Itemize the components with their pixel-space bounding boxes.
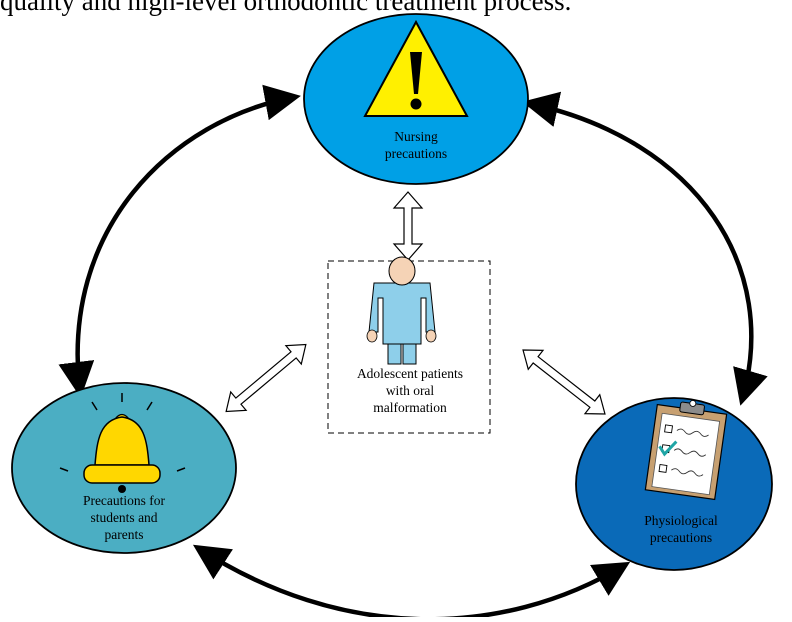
node-adolescent-patients: Adolescent patients with oral malformation (327, 256, 491, 434)
hollow-arrow-left (225, 343, 307, 413)
label-line: Nursing (394, 129, 438, 144)
clipboard-checklist-icon (644, 400, 728, 501)
person-icon (366, 256, 437, 365)
label-line: Physiological (644, 513, 718, 528)
bell-icon (59, 393, 186, 493)
hollow-arrow-right (522, 349, 606, 415)
arc-bottom (192, 544, 631, 622)
warning-icon (363, 19, 469, 117)
label-line: precautions (650, 530, 712, 545)
label-line: students and (90, 510, 157, 525)
node-physiological-precautions: Physiological precautions (575, 397, 773, 571)
label-line: Adolescent patients (357, 366, 463, 381)
arc-top-right (522, 91, 768, 406)
label-line: malformation (373, 400, 447, 415)
label-line: precautions (385, 146, 447, 161)
label-line: with oral (386, 383, 435, 398)
node-students-parents: Precautions for students and parents (11, 382, 237, 554)
label-line: parents (105, 527, 144, 542)
hollow-arrow-top (392, 191, 424, 261)
header-text: quality and high-level orthodontic treat… (0, 0, 572, 16)
node-nursing-precautions: Nursing precautions (303, 13, 529, 185)
arc-top-left (58, 84, 301, 398)
label-line: Precautions for (83, 493, 166, 508)
